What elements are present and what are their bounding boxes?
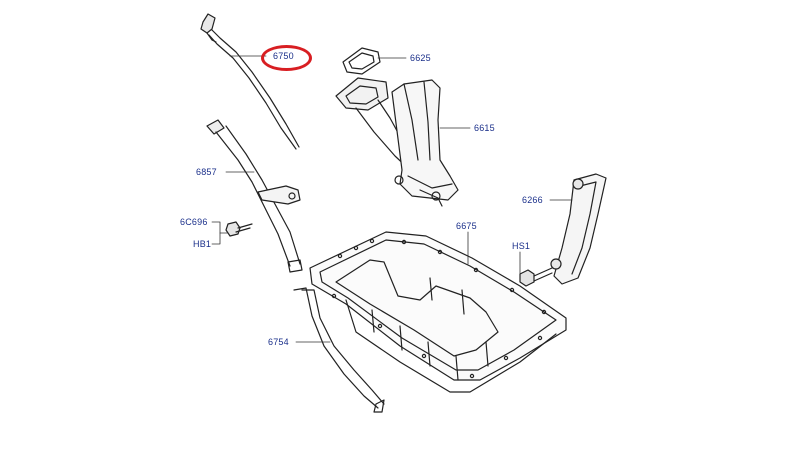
label-tube-bolt-code[interactable]: 6C696 [180,217,208,227]
label-dipstick-tube-lower[interactable]: 6754 [268,337,289,347]
label-dipstick[interactable]: 6750 [273,51,294,61]
dipstick-tube-lower-illustration [293,287,385,413]
label-baffle-bolt-ref[interactable]: HS1 [512,241,531,251]
highlight-oval [261,45,312,71]
dipstick-tube-upper-illustration [206,119,303,273]
label-dipstick-tube-upper[interactable]: 6857 [196,167,217,177]
label-tube-bolt-ref[interactable]: HB1 [193,239,212,249]
label-baffle[interactable]: 6266 [522,195,543,205]
label-oil-pump-gasket[interactable]: 6625 [410,53,431,63]
baffle-illustration [550,173,607,285]
oil-pan-illustration [309,231,567,393]
label-oil-pickup[interactable]: 6615 [474,123,495,133]
leader-lines [211,55,573,343]
dipstick-illustration [200,13,300,150]
tube-bolt-illustration [225,221,253,237]
baffle-bolt-illustration [519,267,553,287]
gasket-illustration [342,47,381,75]
label-oil-pan[interactable]: 6675 [456,221,477,231]
oil-pickup-illustration [335,77,459,207]
